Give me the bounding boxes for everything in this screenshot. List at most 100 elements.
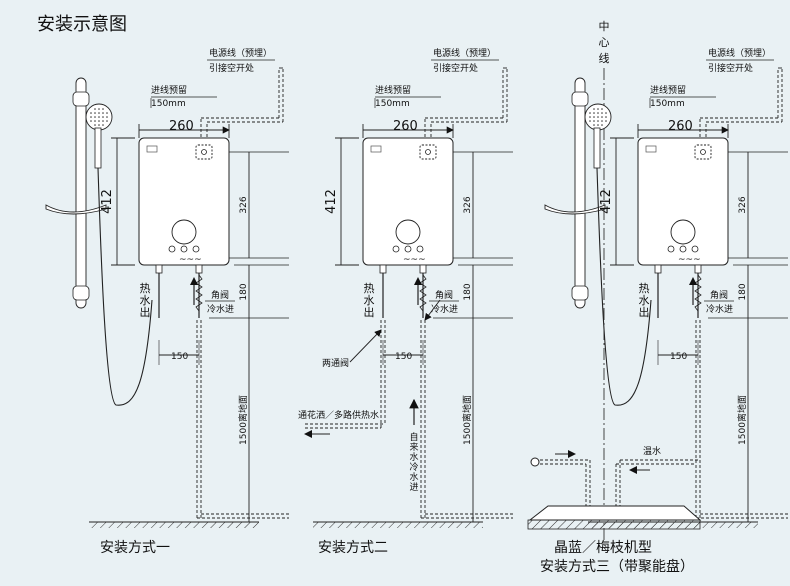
heater-button [192, 245, 200, 253]
center-line-label-3: 线 [599, 51, 610, 65]
heater-body [138, 137, 230, 266]
mount-hole [195, 144, 213, 160]
cold-in-arrow [414, 277, 422, 285]
svg-text:水: 水 [364, 294, 375, 307]
heater-button [691, 245, 699, 253]
wire-length-label: 150mm [375, 99, 410, 109]
height-dimension: 412 [599, 189, 614, 214]
svg-text:水: 水 [409, 471, 418, 483]
cold-water-in-label: 冷水进 [706, 303, 733, 315]
width-dimension: 260 [393, 119, 418, 134]
power-line-label: 电源线（预埋） [433, 47, 496, 59]
heater-brand: ~~~ [403, 255, 426, 265]
svg-text:来: 来 [409, 442, 418, 453]
svg-text:进: 进 [409, 482, 418, 493]
height-dimension: 412 [100, 189, 115, 214]
mount-hole [419, 144, 437, 160]
heater-display [171, 219, 197, 245]
width-dimension: 260 [169, 119, 194, 134]
energy-plate-base [527, 519, 701, 530]
center-line-label-1: 中 [599, 20, 610, 33]
heater-body [637, 137, 729, 266]
pipe-spacing-dimension: 150 [670, 352, 687, 362]
svg-text:水: 水 [409, 451, 418, 463]
ground-hatch [313, 522, 483, 528]
svg-text:自: 自 [409, 431, 418, 443]
method-3-caption: 安装方式三（带聚能盘） [540, 558, 694, 575]
inlet-fitting [530, 457, 540, 467]
hole-distance-dimension: 326 [738, 196, 748, 213]
heater-button [416, 245, 424, 253]
wire-reserve-label: 进线预留 [650, 84, 686, 96]
two-way-valve-label: 两通阀 [322, 358, 349, 369]
method-3-model-caption: 晶蓝／梅枝机型 [554, 540, 652, 556]
svg-text:出: 出 [364, 305, 375, 319]
ground-height-dimension: 1500离地面 [736, 395, 748, 445]
power-connect-label: 引接空开处 [433, 62, 478, 74]
heater-display [395, 219, 421, 245]
svg-text:热: 热 [639, 282, 650, 295]
heater-button [180, 245, 188, 253]
heater-button [679, 245, 687, 253]
ground-height-dimension: 1500离地面 [461, 395, 473, 445]
to-shower-label: 通花洒／多路供热水 [298, 409, 379, 421]
power-line-label: 电源线（预埋） [209, 47, 272, 59]
shower-hose [97, 167, 153, 406]
angle-valve-label: 角阀 [710, 289, 728, 301]
hot-water-out-label: 热水出 [140, 282, 151, 319]
center-line-label-2: 心 [599, 36, 610, 49]
soap-dish [45, 204, 107, 215]
mount-hole [694, 144, 712, 160]
angle-valve-label: 角阀 [435, 289, 453, 301]
heater-display [670, 219, 696, 245]
angle-valve-label: 角阀 [211, 289, 229, 301]
valve-height-dimension: 180 [738, 283, 748, 300]
pipe-spacing-dimension: 150 [171, 352, 188, 362]
power-line-label: 电源线（预埋） [708, 47, 771, 59]
pipe-spacing-dimension: 150 [395, 352, 412, 362]
wire-reserve-label: 进线预留 [151, 84, 187, 96]
heater-button [667, 245, 675, 253]
cold-water-hose [694, 274, 702, 312]
method-1-caption: 安装方式一 [100, 540, 170, 556]
shower-handle [94, 127, 102, 169]
heater-button [404, 245, 412, 253]
rail-clamp-bottom [571, 285, 589, 301]
cold-in-arrow [689, 277, 697, 285]
wire-length-label: 150mm [650, 99, 685, 109]
cold-in-arrow [190, 277, 198, 285]
svg-text:热: 热 [140, 282, 151, 295]
cold-water-in-label: 冷水进 [431, 303, 458, 315]
svg-text:出: 出 [639, 305, 650, 319]
hot-water-out-label: 热水出 [639, 282, 650, 319]
heater-logo [645, 145, 657, 153]
height-dimension: 412 [324, 189, 339, 214]
rail-clamp-bottom [72, 285, 90, 301]
center-line: 中 心 线 [599, 20, 610, 540]
ground-hatch [89, 522, 259, 528]
heater-brand: ~~~ [179, 255, 202, 265]
wire-reserve-label: 进线预留 [375, 84, 411, 96]
heater-button [392, 245, 400, 253]
width-dimension: 260 [668, 119, 693, 134]
hole-distance-dimension: 326 [463, 196, 473, 213]
valve-height-dimension: 180 [239, 283, 249, 300]
heater-button [168, 245, 176, 253]
ground-height-dimension: 1500离地面 [237, 395, 249, 445]
valve-height-dimension: 180 [463, 283, 473, 300]
power-connect-label: 引接空开处 [708, 62, 753, 74]
svg-text:出: 出 [140, 305, 151, 319]
power-connect-label: 引接空开处 [209, 62, 254, 74]
heater-brand: ~~~ [678, 255, 701, 265]
rail-clamp-top [72, 91, 90, 107]
svg-text:热: 热 [364, 282, 375, 295]
svg-text:水: 水 [140, 294, 151, 307]
shower-hose [596, 167, 652, 406]
heater-logo [146, 145, 158, 153]
shower-rail [574, 77, 586, 309]
